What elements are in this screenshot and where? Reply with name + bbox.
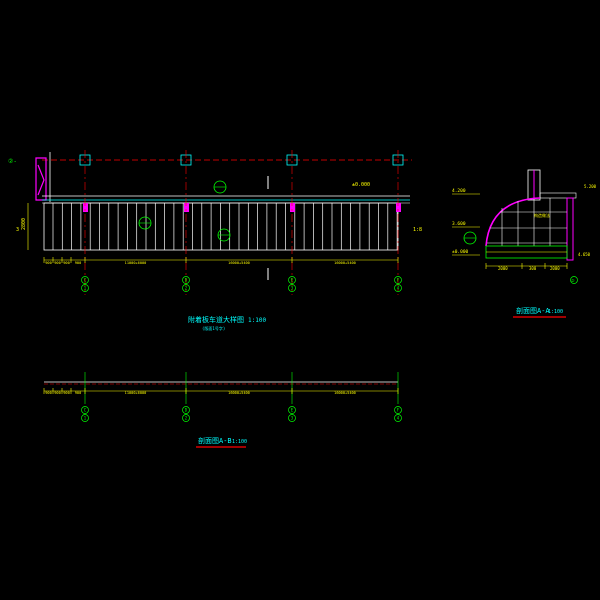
section-grid-label: ② [571,278,575,283]
grid-label: D [185,278,188,283]
section-note-top: 5.200 [584,184,597,189]
bracket-d [184,203,189,212]
panel-frame [43,202,399,251]
grid-label: 4 [397,286,400,291]
grid-label: 3 [291,416,294,421]
section-dim-1: 2000 [498,266,508,271]
plan-dim-text: 900 [63,391,70,395]
section-title: 剖面图A-A [516,306,550,315]
grid-label: 4 [397,416,400,421]
dim-text: 16000+5400 [228,261,250,265]
bracket-c [83,203,88,212]
mullion-group [52,203,398,250]
bracket-f [396,203,401,212]
plan-dim-text: 16000+5400 [334,391,356,395]
grid-label: 3 [291,286,294,291]
plan-grid-bubbles: C 1 D 2 E 3 F 4 [81,406,402,422]
plan-dim-text: 900 [54,391,61,395]
main-subtitle: (版面1号字) [202,325,225,331]
grid-label: D [185,408,188,413]
grid-bubble [394,276,402,284]
dim-text: 900 [54,261,61,265]
grid-bubble [81,414,89,422]
section-grid-bubble [570,276,578,284]
left-level-tag: 3 [16,227,19,233]
section-dim-3: 2000 [550,266,560,271]
grid-bubble [182,284,190,292]
plan-dim-text: 900 [75,391,82,395]
dim-text: 900 [63,261,70,265]
grid-bubble [394,284,402,292]
curved-canopy [485,197,541,247]
dim-text: 11000+6000 [125,261,147,265]
section-top-beam [539,192,577,199]
plan-title: 剖面图A-B [198,436,232,445]
grid-bubble [288,406,296,414]
section-dim-2: 300 [529,266,537,271]
grid-bubble [182,414,190,422]
bracket-e [290,203,295,212]
grid-bubble [182,406,190,414]
height-dim-text: 2800 [21,218,27,230]
main-title: 附着板车道大样图 [188,315,244,324]
section-note-mid: 4.650 [578,252,591,257]
right-level-tag: 1:8 [413,227,422,233]
grid-label: 1 [84,416,87,421]
plan-dim-text: 16000+5400 [228,391,250,395]
level-tag: ±0.000 [352,182,370,188]
plan-scale: 1:100 [232,439,247,445]
grid-label: E [291,278,294,283]
grid-bubble [394,414,402,422]
grid-bubble [182,276,190,284]
section-level-low: ±0.000 [452,249,469,255]
section-level-top: 4.200 [452,188,466,194]
grid-label: 2 [185,416,188,421]
grid-bubble [81,276,89,284]
grid-label: F [397,278,400,283]
section-view: 构造做法 4.200 3.600 ±0.000 5.200 4.650 2000… [452,169,597,318]
section-scale: 1:100 [548,309,563,315]
grid-bubble [81,406,89,414]
grid-bubble [81,284,89,292]
dim-text: 900 [75,261,82,265]
grid-bubble [288,276,296,284]
grid-bubbles: C 1 D 2 E 3 F 4 [81,276,402,292]
grid-label: 2 [185,286,188,291]
grid-label: C [84,278,87,283]
grid-bubble [288,414,296,422]
grid-label: F [397,408,400,413]
dim-text: 900 [45,261,52,265]
grid-label: E [291,408,294,413]
main-scale: 1:100 [248,317,266,324]
dim-text: 16000+5400 [334,261,356,265]
grid-bubble [288,284,296,292]
section-level-mid: 3.600 [452,221,466,227]
grid-bubble [394,406,402,414]
plan-dim-text: 900 [45,391,52,395]
section-inner-label: 构造做法 [534,212,550,218]
dim-ticks [43,257,399,263]
grid-label: 1 [84,286,87,291]
left-bracket [35,157,47,201]
canopy-grid [487,198,567,246]
section-right-wall [566,197,574,261]
plan-axes [43,372,399,404]
left-grid-tag: ②- [8,158,17,165]
grid-label: C [84,408,87,413]
plan-dim-text: 11000+6000 [125,391,147,395]
